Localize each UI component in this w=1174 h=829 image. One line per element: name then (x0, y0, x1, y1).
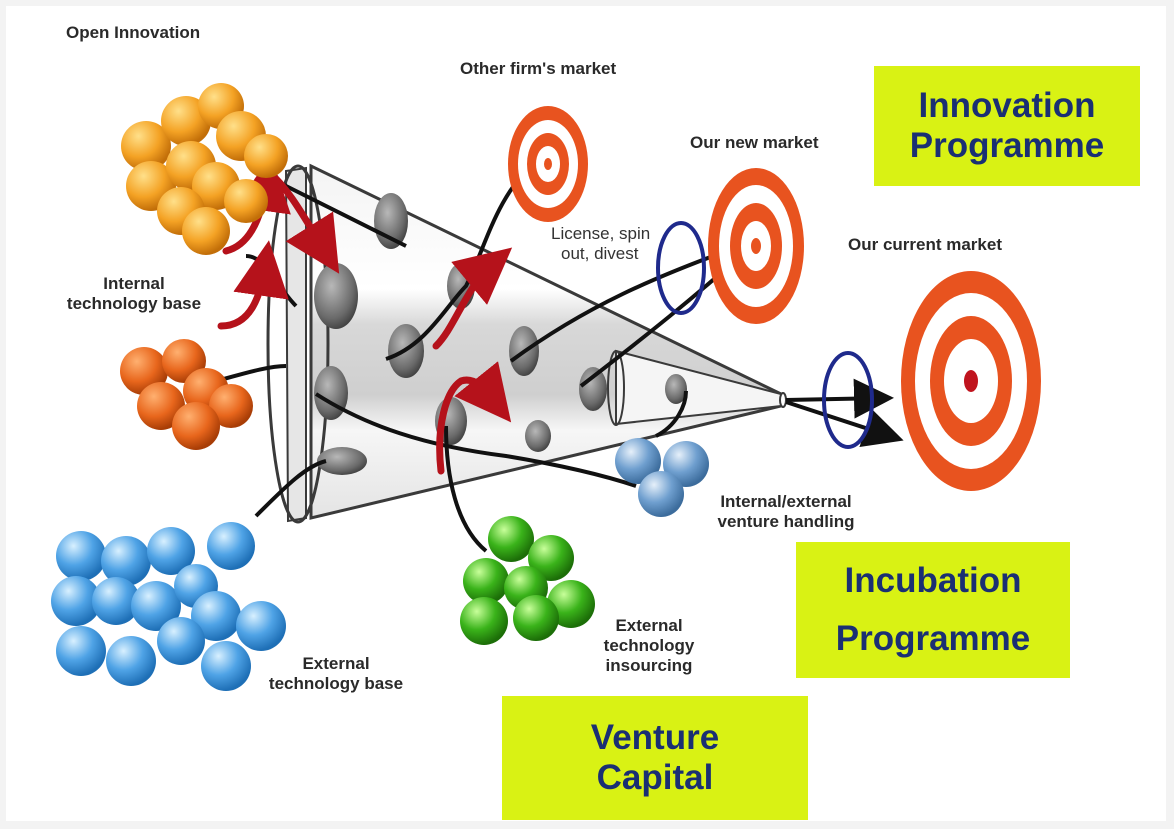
steelblue-sphere-cluster (615, 438, 709, 517)
red-arrows (217, 155, 513, 475)
label-our-current-market: Our current market (848, 235, 1002, 254)
label-other-firms-market: Other firm's market (460, 59, 617, 78)
label-venture-handling: Internal/external venture handling (717, 492, 855, 531)
label-external-technology-base: External technology base (268, 654, 404, 693)
dark-orange-sphere-cluster (120, 339, 253, 450)
label-our-new-market: Our new market (690, 133, 819, 152)
diagram-frame: Open Innovation Other firm's market Our … (6, 6, 1166, 821)
orange-sphere-cluster (121, 83, 288, 255)
label-open-innovation: Open Innovation (66, 23, 201, 42)
blue-sphere-cluster (51, 522, 286, 691)
label-internal-technology-base: Internal technology base (66, 274, 202, 313)
label-license-spin-out: License, spin out, divest (551, 224, 651, 263)
innovation-programme-box: Innovation Programme (874, 66, 1140, 186)
venture-capital-box: Venture Capital (502, 696, 808, 820)
target-our-current-market (901, 271, 1041, 491)
blue-rings (656, 221, 874, 449)
target-other-firms-market (508, 106, 588, 222)
incubation-programme-box: Incubation Programme (796, 542, 1070, 678)
green-sphere-cluster (460, 516, 595, 645)
open-innovation-funnel-diagram (51, 83, 1041, 691)
label-external-technology-insourcing: External technology insourcing (603, 616, 695, 675)
target-our-new-market (708, 168, 804, 324)
